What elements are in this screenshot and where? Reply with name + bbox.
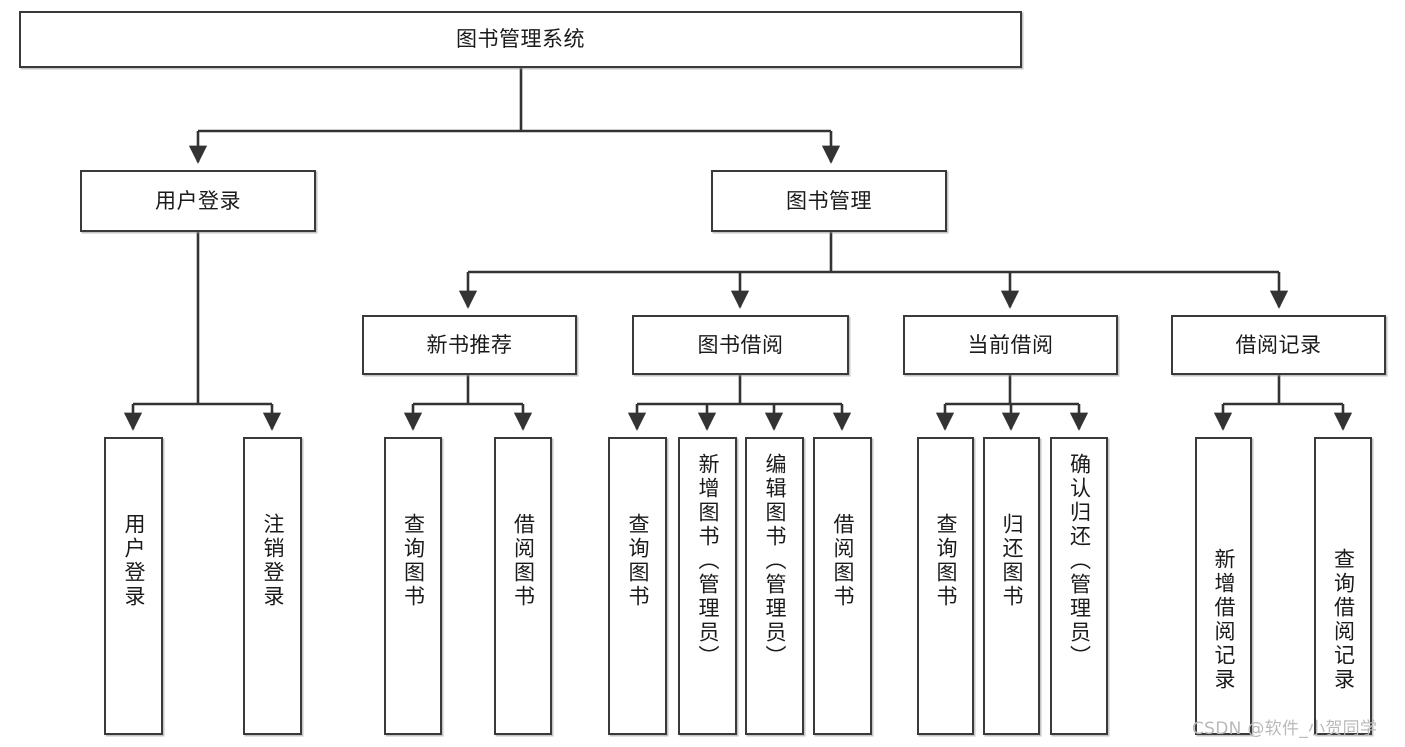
node-user-login-label: 用户登录	[155, 188, 241, 213]
node-leaf-borrow-book[interactable]: 借阅图书	[813, 437, 872, 735]
node-leaf-borrow-book-label: 借阅图书	[831, 513, 855, 609]
node-user-login[interactable]: 用户登录	[80, 170, 316, 232]
node-leaf-return-book[interactable]: 归还图书	[983, 437, 1040, 735]
node-leaf-user-login[interactable]: 用户登录	[104, 437, 163, 735]
node-leaf-borrow-book-recommend[interactable]: 借阅图书	[494, 437, 552, 735]
node-leaf-edit-book-label: 编辑图书（管理员）	[763, 453, 787, 669]
node-leaf-query-book-current[interactable]: 查询图书	[917, 437, 974, 735]
node-leaf-confirm-return-label: 确认归还（管理员）	[1067, 453, 1092, 669]
node-leaf-confirm-return[interactable]: 确认归还（管理员）	[1050, 437, 1108, 735]
node-root-system[interactable]: 图书管理系统	[19, 11, 1022, 68]
node-leaf-user-login-label: 用户登录	[122, 513, 146, 609]
node-leaf-query-book-recommend[interactable]: 查询图书	[384, 437, 442, 735]
node-leaf-query-book-current-label: 查询图书	[934, 513, 958, 609]
node-borrow-record[interactable]: 借阅记录	[1171, 315, 1386, 375]
node-current-borrow-label: 当前借阅	[967, 332, 1054, 357]
node-leaf-query-borrow-record-label: 查询借阅记录	[1331, 548, 1356, 692]
node-leaf-borrow-book-recommend-label: 借阅图书	[511, 513, 536, 609]
node-book-borrow[interactable]: 图书借阅	[632, 315, 849, 375]
node-book-manage-label: 图书管理	[786, 188, 872, 213]
node-leaf-logout[interactable]: 注销登录	[243, 437, 302, 735]
node-leaf-query-borrow-record[interactable]: 查询借阅记录	[1314, 437, 1372, 735]
node-leaf-query-book-borrow-label: 查询图书	[626, 513, 650, 609]
node-borrow-record-label: 借阅记录	[1235, 332, 1322, 357]
node-new-book-recommend[interactable]: 新书推荐	[362, 315, 577, 375]
node-leaf-edit-book[interactable]: 编辑图书（管理员）	[745, 437, 804, 735]
node-leaf-logout-label: 注销登录	[261, 513, 285, 609]
node-leaf-add-book[interactable]: 新增图书（管理员）	[678, 437, 737, 735]
node-new-book-recommend-label: 新书推荐	[426, 332, 513, 357]
node-current-borrow[interactable]: 当前借阅	[903, 315, 1118, 375]
node-leaf-query-book-recommend-label: 查询图书	[401, 513, 426, 609]
csdn-watermark: CSDN @软件_小贺同学	[1192, 719, 1378, 739]
node-leaf-add-borrow-record[interactable]: 新增借阅记录	[1195, 437, 1252, 735]
node-book-borrow-label: 图书借阅	[697, 332, 784, 357]
node-leaf-return-book-label: 归还图书	[1000, 513, 1024, 609]
node-book-manage[interactable]: 图书管理	[711, 170, 947, 232]
node-leaf-add-borrow-record-label: 新增借阅记录	[1212, 548, 1236, 692]
node-leaf-add-book-label: 新增图书（管理员）	[696, 453, 720, 669]
node-root-system-label: 图书管理系统	[456, 27, 585, 52]
node-leaf-query-book-borrow[interactable]: 查询图书	[608, 437, 667, 735]
